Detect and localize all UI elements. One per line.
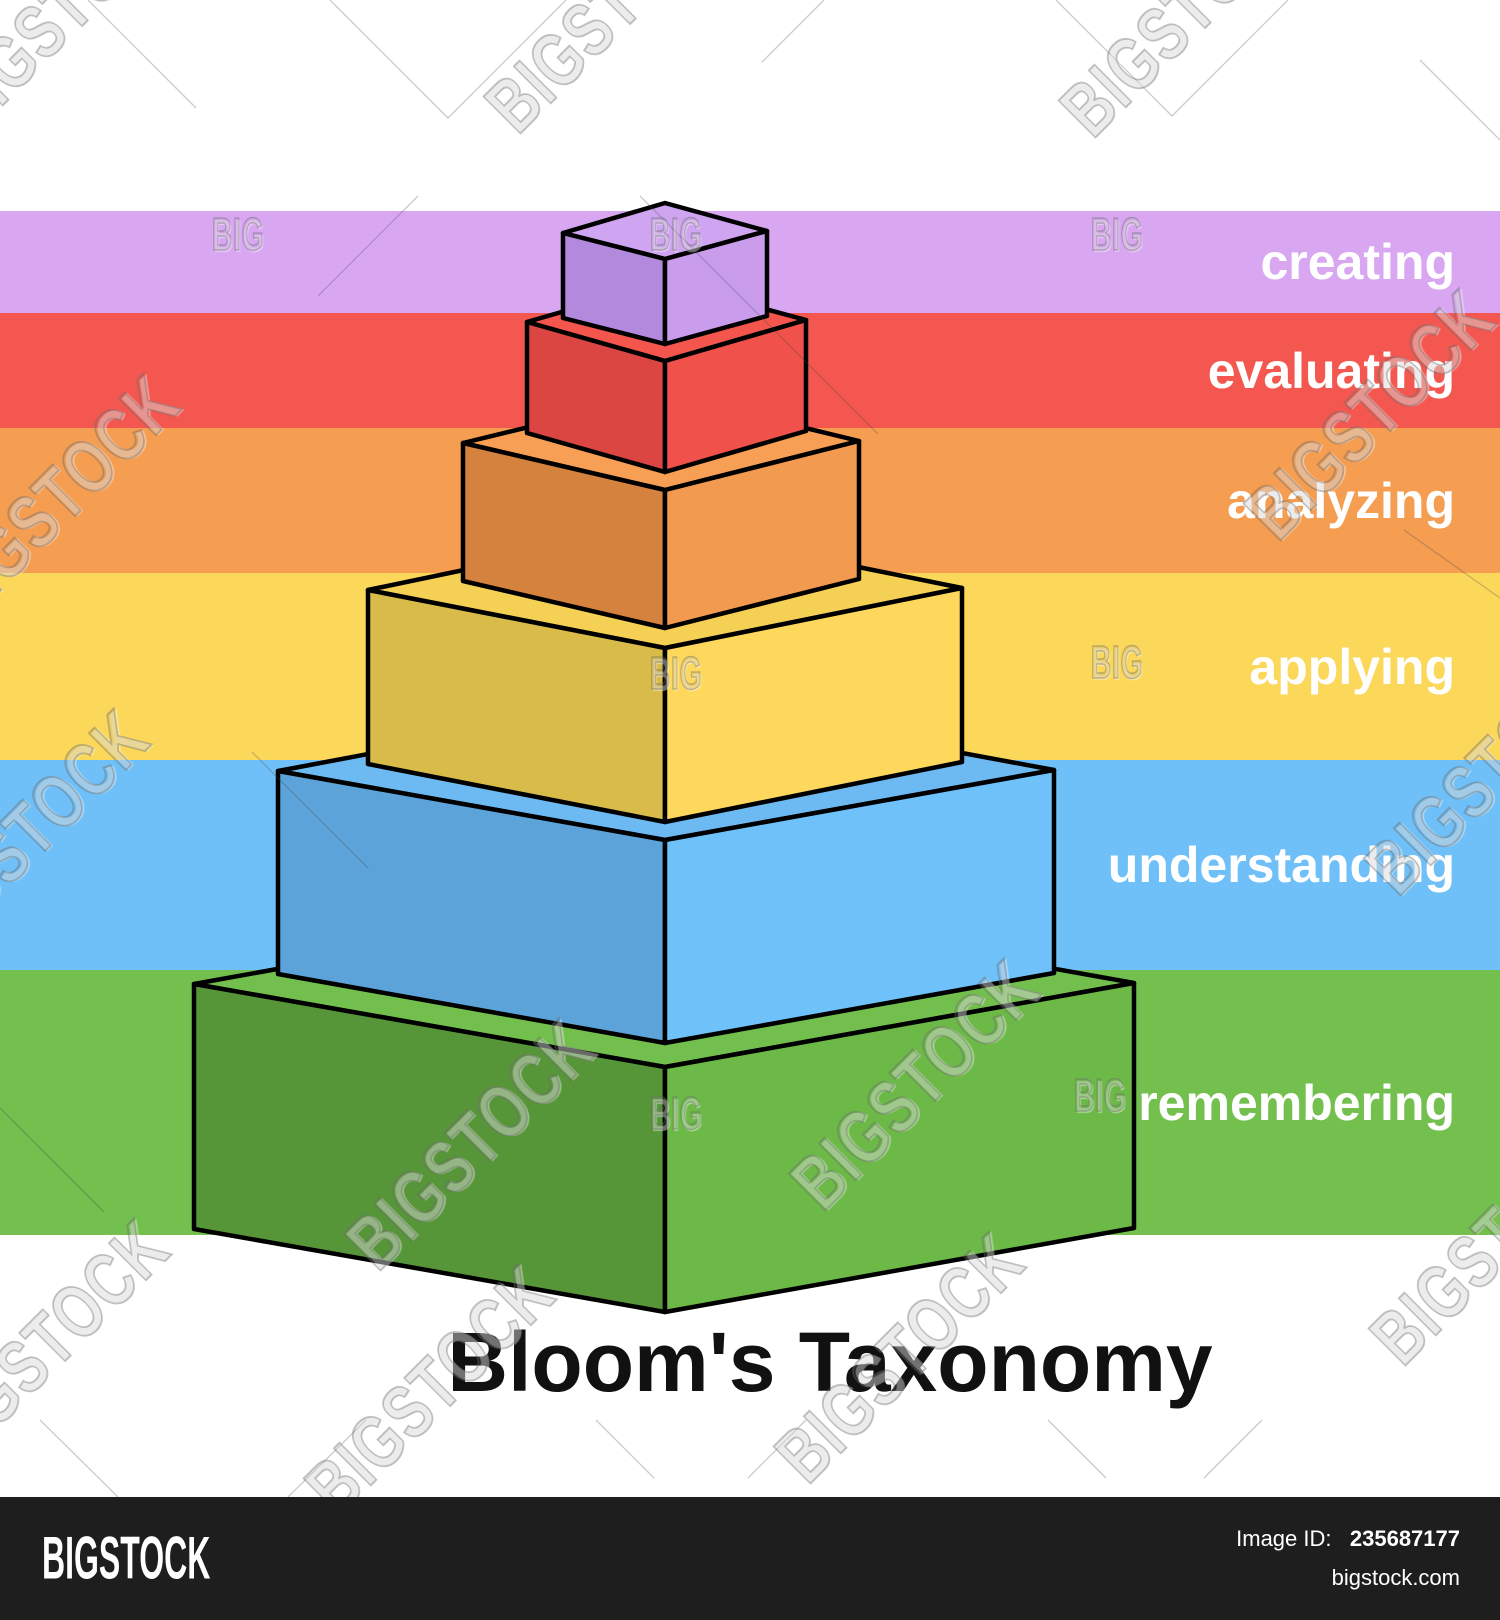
pyramid-analyzing-right-face xyxy=(662,438,862,631)
pyramid-applying-right-face xyxy=(662,585,965,825)
pyramid-creating-right-face xyxy=(662,228,770,347)
bigstock-footer-bar: BIGSTOCK Image ID: 235687177 bigstock.co… xyxy=(0,1497,1500,1620)
bigstock-logo-wrap: BIGSTOCK xyxy=(42,1529,252,1589)
image-id-line: Image ID: 235687177 xyxy=(1236,1528,1460,1550)
level-label-applying: applying xyxy=(1249,638,1455,695)
image-id-value: 235687177 xyxy=(1349,1526,1460,1551)
image-id-label: Image ID: xyxy=(1236,1526,1332,1551)
bigstock-logo: BIGSTOCK xyxy=(42,1525,211,1592)
level-label-understanding: understanding xyxy=(1107,837,1455,893)
pyramid-remembering-right-face xyxy=(662,980,1137,1315)
level-label-creating: creating xyxy=(1260,234,1455,290)
bigstock-domain: bigstock.com xyxy=(1331,1565,1460,1590)
level-label-remembering: remembering xyxy=(1138,1074,1455,1131)
level-label-analyzing: analyzing xyxy=(1227,472,1455,529)
footer-info: Image ID: 235687177 bigstock.com xyxy=(1236,1528,1460,1589)
level-label-evaluating: evaluating xyxy=(1207,342,1455,399)
pyramid-understanding-right-face xyxy=(662,767,1057,1046)
pyramid-evaluating-right-face xyxy=(662,317,809,475)
page-title: Bloom's Taxonomy xyxy=(447,1315,1213,1409)
